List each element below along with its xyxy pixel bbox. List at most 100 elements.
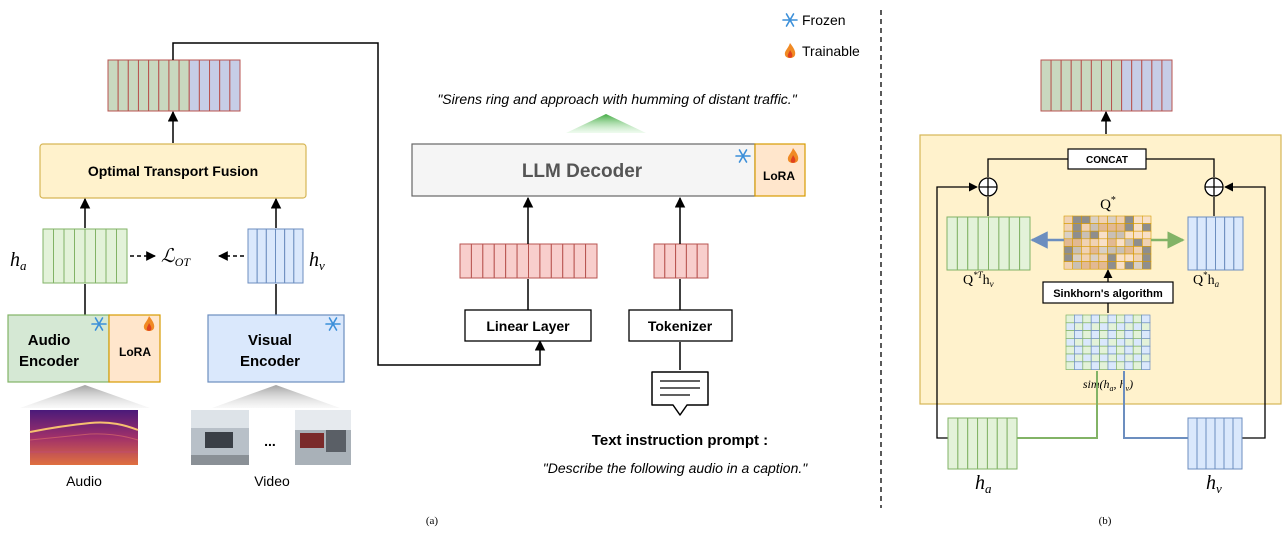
- hv-residual-line: [1224, 182, 1266, 439]
- similarity-cell: [1074, 322, 1084, 331]
- similarity-cell: [1124, 361, 1134, 370]
- vector-cell: [1060, 59, 1072, 112]
- transport-cell: [1107, 238, 1117, 247]
- similarity-cell: [1074, 330, 1084, 339]
- audio-encoder-label-line2: Encoder: [19, 353, 79, 370]
- similarity-cell: [1074, 353, 1084, 363]
- transport-cell: [1142, 253, 1152, 262]
- vector-cell: [1205, 417, 1216, 470]
- similarity-cell: [1141, 314, 1151, 324]
- vector-cell: [675, 243, 687, 279]
- vector-cell: [63, 228, 75, 284]
- llm-decoder-box: [411, 143, 756, 197]
- similarity-cell: [1090, 338, 1100, 347]
- similarity-cell: [1065, 353, 1075, 363]
- similarity-cell: [1082, 314, 1092, 324]
- transport-cell: [1142, 246, 1152, 255]
- audio-lora-label: LoRA: [119, 345, 151, 359]
- vector-cell: [198, 59, 211, 112]
- visual-encoder-box: [207, 314, 345, 383]
- similarity-cell: [1124, 345, 1134, 355]
- transport-cell: [1142, 223, 1152, 232]
- transported-visual-vector: [946, 216, 1031, 271]
- ot-loss-label: ℒOT: [161, 246, 191, 269]
- concat-label: CONCAT: [1086, 155, 1128, 166]
- vector-cell: [1196, 417, 1207, 470]
- vector-cell: [1006, 417, 1018, 470]
- vector-cell: [1111, 59, 1123, 112]
- vector-cell: [459, 243, 472, 279]
- vector-cell: [550, 243, 564, 279]
- ha-to-sim-line: [1017, 371, 1098, 439]
- linear-layer-box: [464, 309, 592, 342]
- llm-lora-box: [754, 143, 806, 197]
- vector-cell: [946, 216, 958, 271]
- similarity-cell: [1082, 322, 1092, 331]
- generated-caption-text: "Sirens ring and approach with humming o…: [437, 91, 797, 107]
- vector-cell: [1223, 417, 1234, 470]
- qthv-label: Q*Thv: [963, 270, 994, 289]
- transport-cell: [1081, 253, 1091, 262]
- similarity-cell: [1090, 345, 1100, 355]
- vector-cell: [956, 216, 969, 271]
- transport-cell: [1081, 223, 1091, 232]
- transport-cell: [1133, 238, 1143, 247]
- transport-cell: [1133, 253, 1143, 262]
- similarity-cell: [1116, 338, 1126, 347]
- vector-cell: [470, 243, 484, 279]
- vector-cell: [1040, 59, 1052, 112]
- vector-cell: [505, 243, 518, 279]
- transport-cell: [1072, 238, 1082, 247]
- similarity-cell: [1082, 353, 1092, 363]
- right-sum-operator: [1204, 177, 1224, 197]
- similarity-cell: [1074, 338, 1084, 347]
- vector-cell: [1131, 59, 1143, 112]
- vector-cell: [84, 228, 96, 284]
- transport-cell: [1098, 261, 1108, 270]
- vector-cell: [1196, 216, 1207, 271]
- vector-cell: [265, 228, 277, 284]
- similarity-cell: [1107, 338, 1117, 347]
- similarity-cell: [1065, 322, 1075, 331]
- text-prompt-icon: [651, 371, 709, 416]
- similarity-cell: [1141, 322, 1151, 331]
- similarity-cell: [1090, 314, 1100, 324]
- vector-cell: [1100, 59, 1113, 112]
- similarity-cell: [1141, 345, 1151, 355]
- transport-cell: [1115, 223, 1126, 232]
- vector-cell: [988, 216, 1000, 271]
- similarity-cell: [1116, 314, 1126, 324]
- vector-cell: [1070, 59, 1082, 112]
- vector-cell: [986, 417, 998, 470]
- vector-cell: [528, 243, 541, 279]
- vector-cell: [685, 243, 698, 279]
- transport-cell: [1089, 253, 1100, 262]
- transported-audio-vector: [1187, 216, 1244, 271]
- vector-cell: [482, 243, 495, 279]
- visual-encoder-label-line1: Visual: [248, 332, 292, 349]
- transport-cell: [1081, 238, 1091, 247]
- vector-cell: [178, 59, 190, 112]
- vector-cell: [1232, 417, 1243, 470]
- linear-layer-label: Linear Layer: [486, 318, 570, 334]
- vector-cell: [967, 417, 979, 470]
- vector-cell: [664, 243, 677, 279]
- vector-cell: [1151, 59, 1163, 112]
- transport-cell: [1072, 230, 1082, 240]
- visual-encoder-label-line2: Encoder: [240, 353, 300, 370]
- similarity-cell: [1074, 361, 1084, 370]
- spectrogram-image: [29, 410, 139, 465]
- transport-cell: [1098, 223, 1108, 232]
- vector-cell: [562, 243, 575, 279]
- flame-icon: [143, 316, 155, 331]
- flame-icon: [784, 43, 796, 58]
- vector-cell: [947, 417, 959, 470]
- similarity-cell: [1124, 314, 1134, 324]
- fused-output-token-bar: [107, 59, 241, 112]
- transport-cell: [1063, 215, 1073, 224]
- transport-cell: [1098, 238, 1108, 247]
- sinkhorn-box: [1042, 281, 1174, 304]
- similarity-cell: [1099, 314, 1109, 324]
- snowflake-icon: [735, 149, 751, 163]
- vector-cell: [957, 417, 969, 470]
